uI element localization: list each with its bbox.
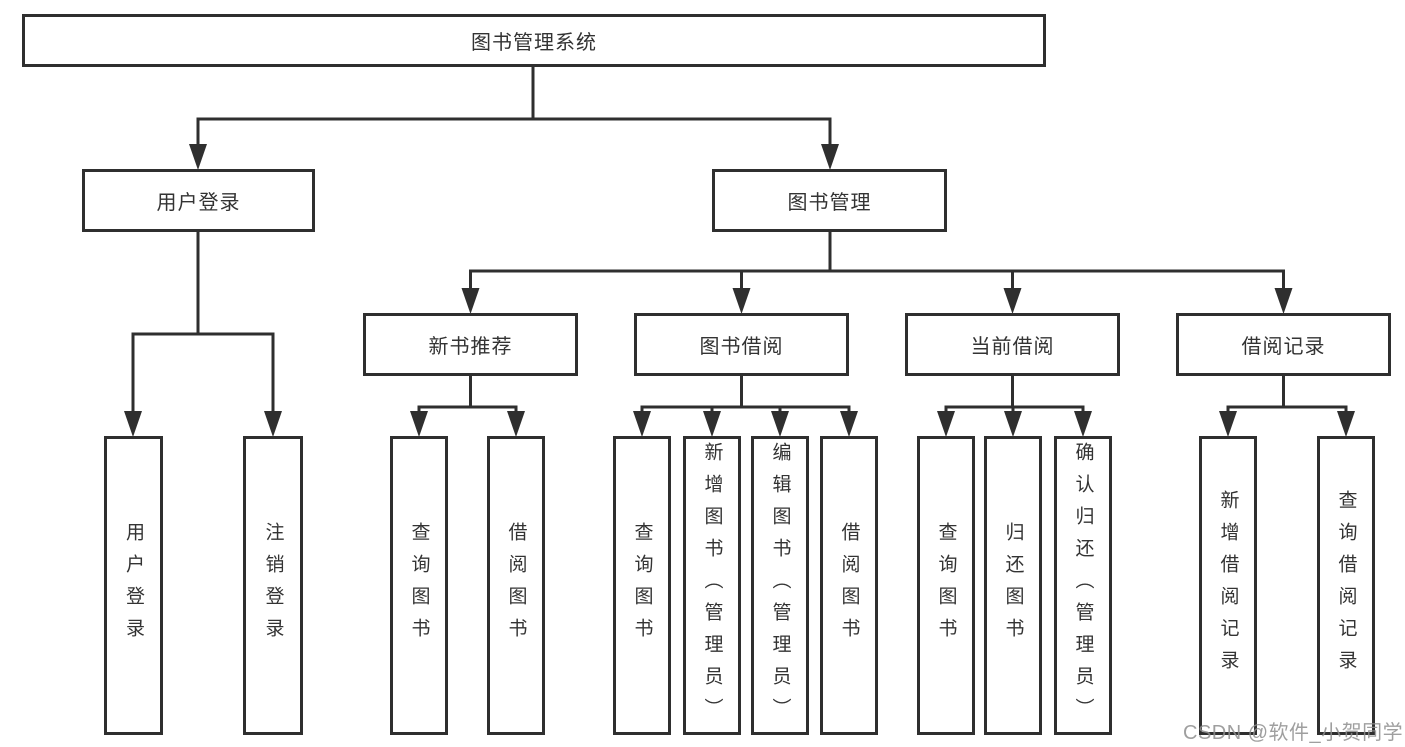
leaf-borrow-books: 借阅图书 <box>820 436 878 735</box>
node-label: 注销登录 <box>262 521 284 650</box>
leaf-query-books-recommend: 查询图书 <box>390 436 448 735</box>
node-new-book-recommend: 新书推荐 <box>363 313 578 376</box>
leaf-query-books-current: 查询图书 <box>917 436 975 735</box>
node-user-login: 用户登录 <box>82 169 315 232</box>
node-library-management-system: 图书管理系统 <box>22 14 1046 67</box>
leaf-edit-books-admin: 编辑图书（管理员） <box>751 436 809 735</box>
leaf-add-books-admin: 新增图书（管理员） <box>683 436 741 735</box>
node-label: 新增图书（管理员） <box>701 441 723 730</box>
leaf-confirm-return-admin: 确认归还（管理员） <box>1054 436 1112 735</box>
node-label: 查询图书 <box>408 521 430 650</box>
leaf-user-login: 用户登录 <box>104 436 163 735</box>
node-label: 借阅记录 <box>1241 336 1326 358</box>
node-label: 编辑图书（管理员） <box>769 441 791 730</box>
node-label: 图书管理系统 <box>471 32 597 54</box>
node-label: 当前借阅 <box>970 336 1055 358</box>
node-book-management: 图书管理 <box>712 169 947 232</box>
node-label: 用户登录 <box>123 521 144 650</box>
node-label: 借阅图书 <box>838 521 860 650</box>
leaf-logout: 注销登录 <box>243 436 303 735</box>
node-borrow-records: 借阅记录 <box>1176 313 1391 376</box>
node-label: 用户登录 <box>156 192 241 214</box>
node-book-borrow: 图书借阅 <box>634 313 849 376</box>
node-label: 借阅图书 <box>505 521 527 650</box>
leaf-add-borrow-record: 新增借阅记录 <box>1199 436 1257 735</box>
leaf-borrow-books-recommend: 借阅图书 <box>487 436 545 735</box>
node-label: 图书管理 <box>787 192 872 214</box>
node-label: 查询图书 <box>935 521 957 650</box>
node-label: 新书推荐 <box>428 336 513 358</box>
node-current-borrow: 当前借阅 <box>905 313 1120 376</box>
node-label: 确认归还（管理员） <box>1072 441 1094 730</box>
node-label: 归还图书 <box>1002 521 1024 650</box>
node-label: 图书借阅 <box>699 336 784 358</box>
watermark-text: CSDN @软件_小贺同学 <box>1183 722 1404 744</box>
leaf-return-books: 归还图书 <box>984 436 1042 735</box>
node-label: 查询图书 <box>631 521 653 650</box>
node-label: 查询借阅记录 <box>1335 489 1357 682</box>
leaf-query-books-borrow: 查询图书 <box>613 436 671 735</box>
node-label: 新增借阅记录 <box>1217 489 1239 682</box>
leaf-query-borrow-record: 查询借阅记录 <box>1317 436 1375 735</box>
